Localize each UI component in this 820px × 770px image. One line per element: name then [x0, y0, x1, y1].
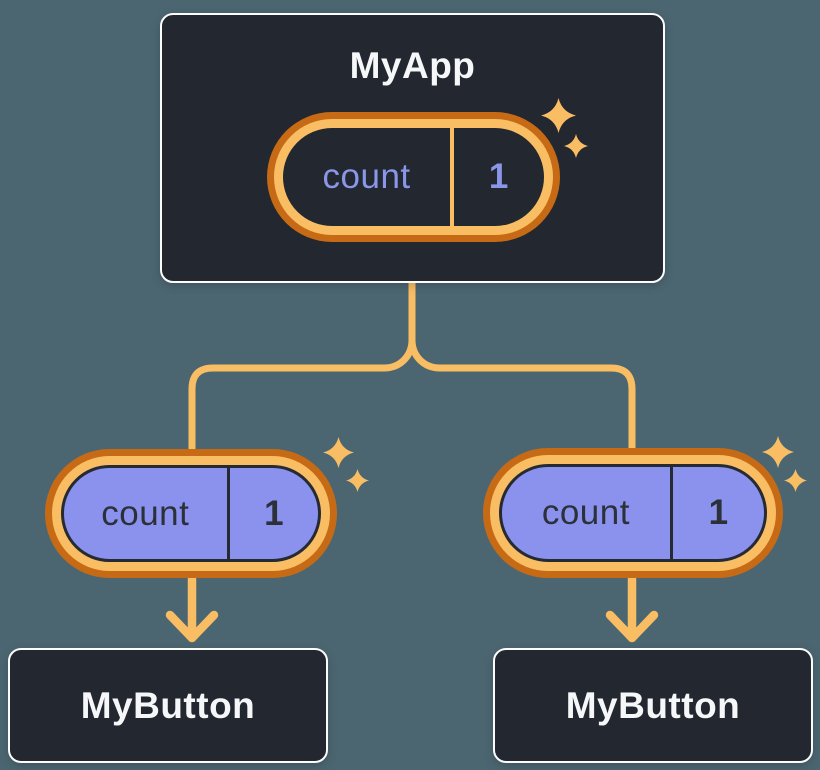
sparkle-icon: [323, 437, 354, 468]
pill-ring: count 1: [274, 119, 553, 235]
pill-value: 1: [264, 493, 285, 533]
connector-left: [188, 278, 416, 457]
pill-value: 1: [488, 157, 509, 196]
pill-ring: count 1: [490, 455, 776, 571]
node-title: MyButton: [80, 684, 256, 726]
pill-divider: [450, 128, 454, 226]
pill-divider: [669, 467, 674, 559]
state-pill: count 1: [267, 112, 560, 242]
pill-label: count: [101, 493, 190, 533]
node-mybutton-right: MyButton: [493, 648, 813, 763]
pill-ring: count 1: [52, 456, 330, 571]
pill-value: 1: [708, 493, 729, 532]
prop-pill: count 1: [483, 448, 783, 578]
node-title: MyButton: [565, 684, 741, 726]
node-mybutton-left: MyButton: [8, 648, 328, 763]
sparkle-icon: [541, 98, 576, 133]
pill-label: count: [322, 157, 411, 196]
arrow-down-icon: [605, 610, 659, 643]
sparkle-icon: [564, 134, 588, 158]
pill-label: count: [541, 493, 630, 532]
sparkle-icon: [784, 469, 807, 492]
arrow-down-icon: [165, 610, 219, 643]
sparkle-icon: [762, 436, 794, 468]
node-title: MyApp: [349, 45, 476, 86]
sparkle-icon: [346, 469, 369, 492]
pill-divider: [226, 468, 231, 559]
prop-pill: count 1: [45, 449, 337, 578]
connector-right: [408, 278, 636, 454]
